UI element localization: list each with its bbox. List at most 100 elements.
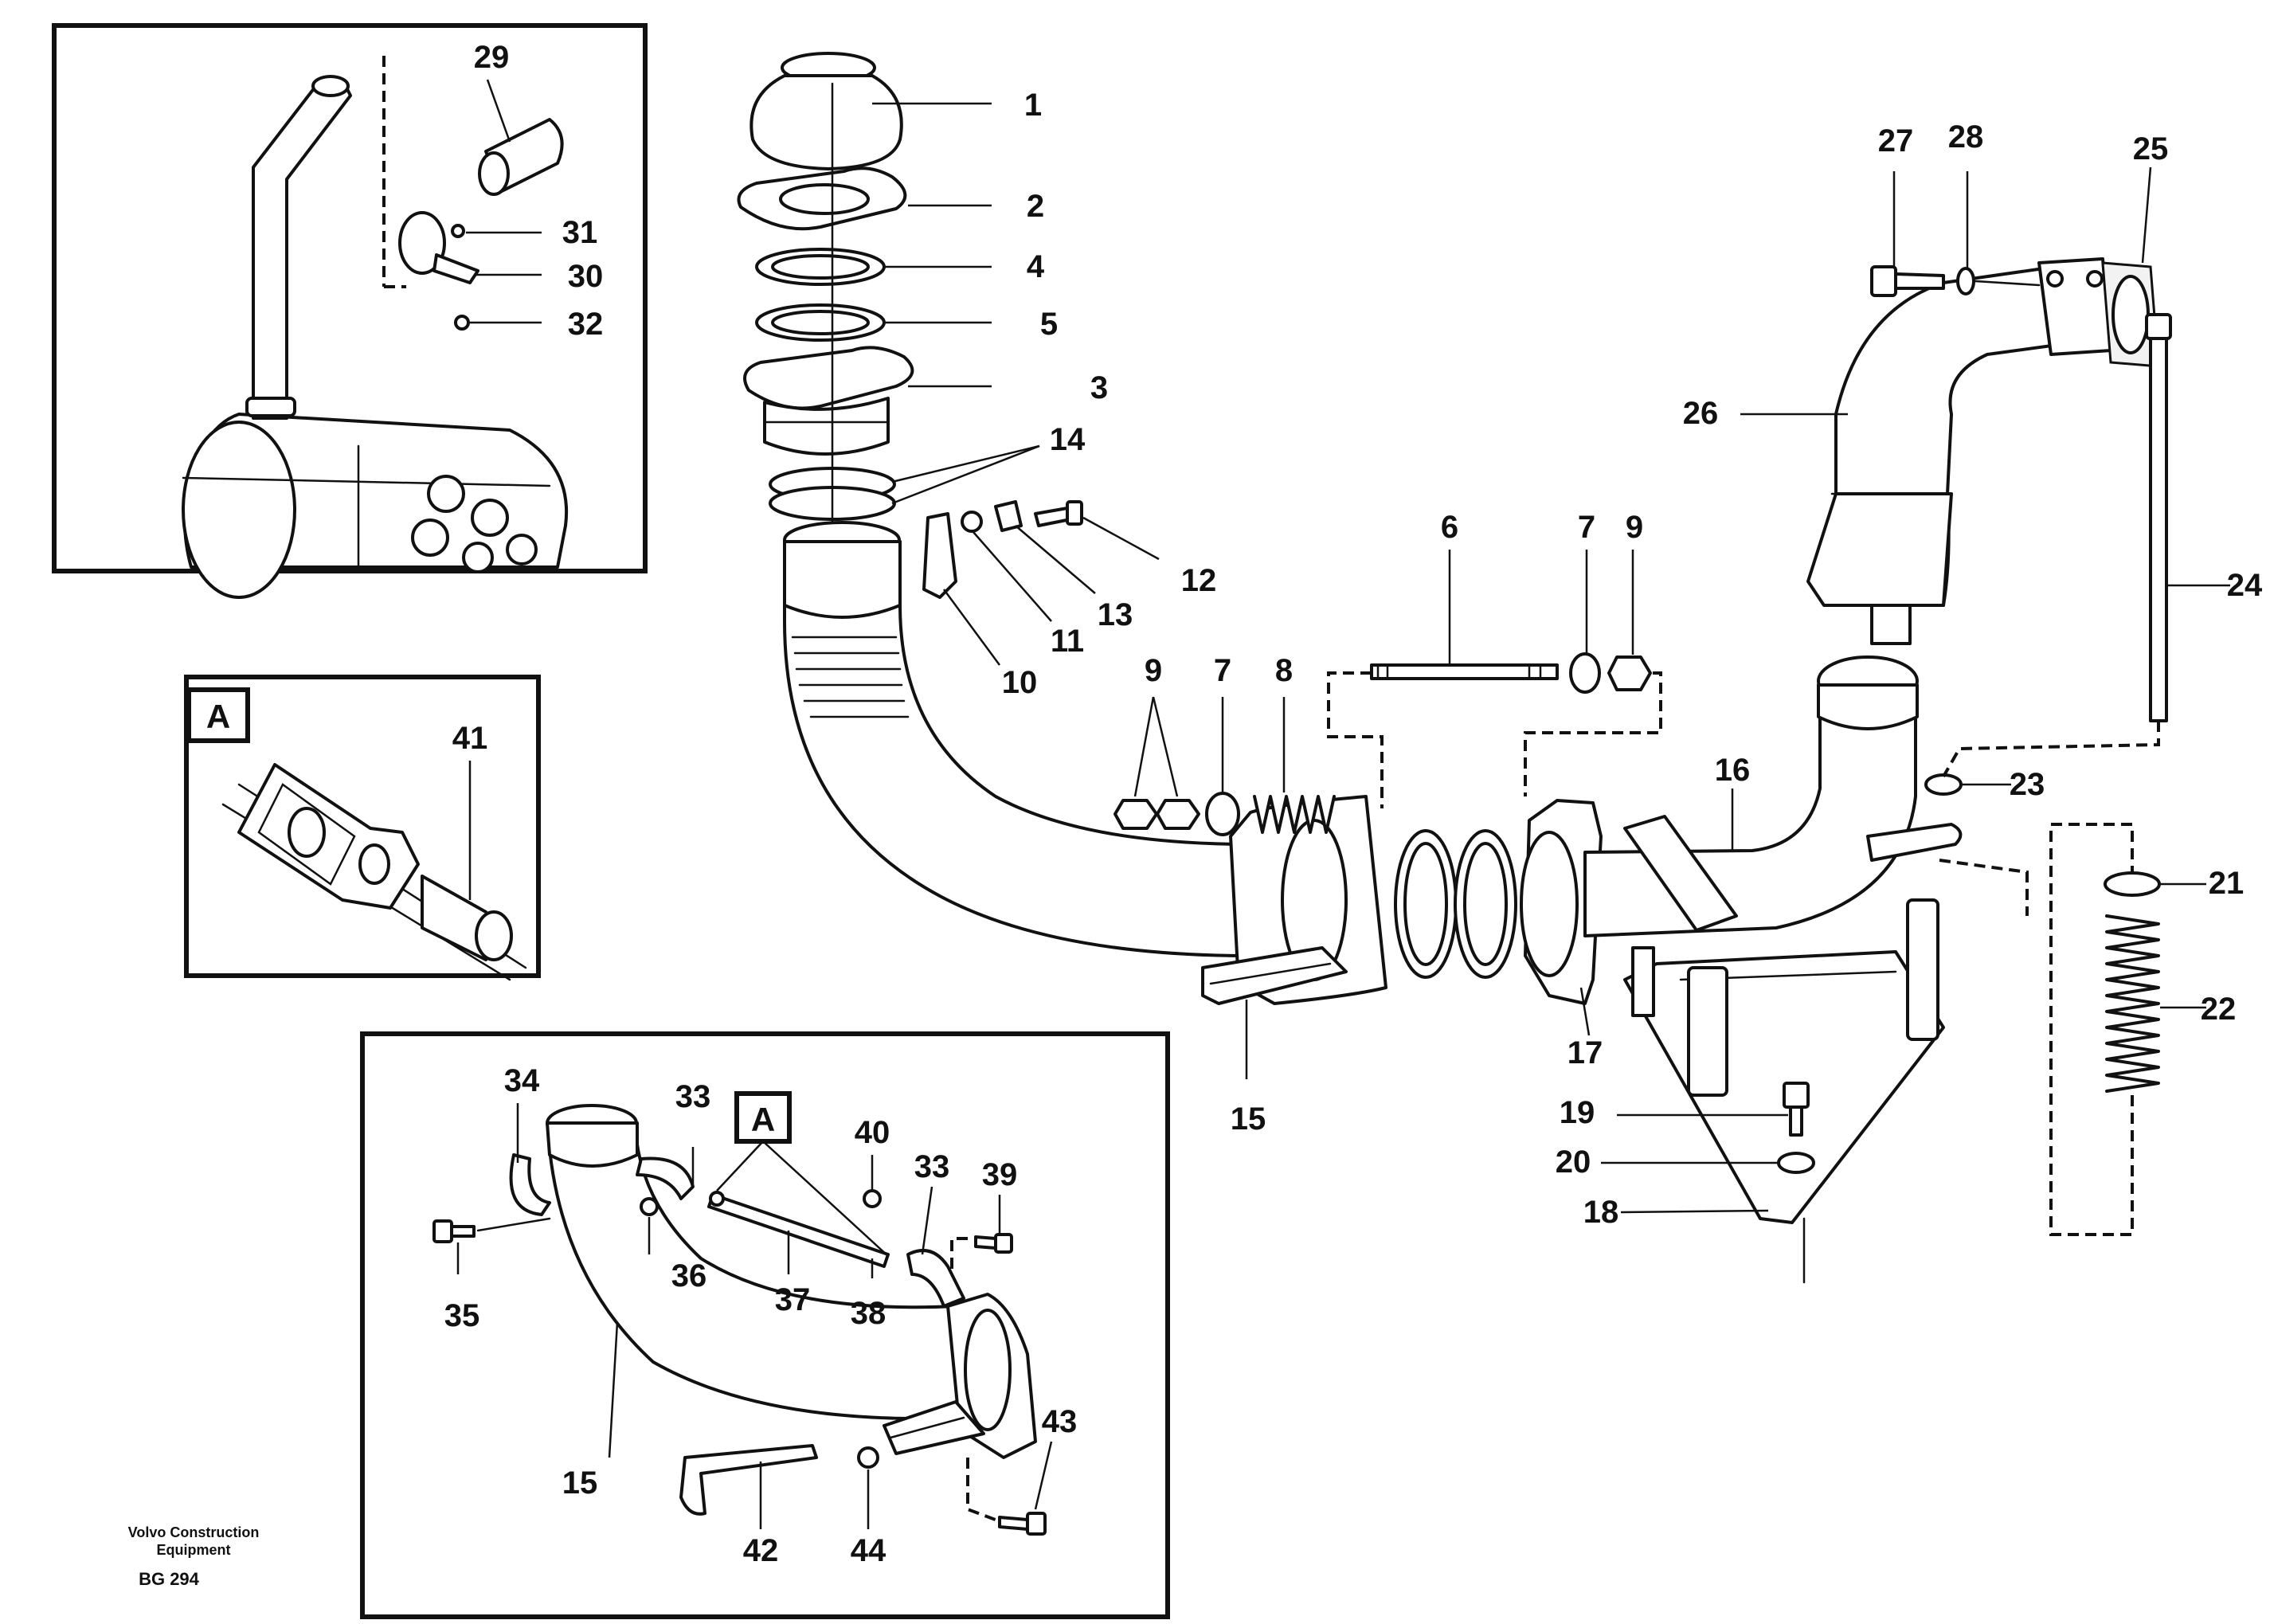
label-7-left: 7 bbox=[1214, 653, 1231, 688]
leader-25 bbox=[2141, 166, 2152, 264]
label-6: 6 bbox=[1441, 510, 1458, 545]
dash-bolt-24 bbox=[1942, 721, 2160, 777]
part-36-nut bbox=[640, 1197, 659, 1216]
flange-bolt-hole-2 bbox=[2086, 270, 2104, 288]
leader-9-left-b bbox=[1152, 696, 1179, 797]
part-17-flange-bore bbox=[1520, 831, 1579, 977]
label-24: 24 bbox=[2227, 568, 2263, 603]
part-26-elbow-lower bbox=[1806, 492, 1953, 607]
joint-group bbox=[1113, 550, 1662, 1079]
label-15-variant: 15 bbox=[562, 1466, 598, 1501]
dash-spring-22 bbox=[2049, 823, 2134, 1236]
part-9-nut-left-b bbox=[1156, 799, 1200, 830]
leader-29 bbox=[486, 79, 511, 143]
variant-flange-bore bbox=[964, 1309, 1012, 1431]
label-25: 25 bbox=[2133, 131, 2169, 166]
label-17: 17 bbox=[1567, 1035, 1603, 1070]
part-12-bolt bbox=[1034, 507, 1072, 527]
leader-33-right bbox=[921, 1186, 933, 1255]
part-39-bolt-shank bbox=[974, 1235, 997, 1250]
part-20-washer bbox=[1777, 1152, 1815, 1174]
part-27-bolt-shank bbox=[1894, 272, 1945, 290]
muffler-hole-3 bbox=[411, 519, 449, 557]
detail-a-group bbox=[186, 687, 527, 981]
part-13-plate bbox=[994, 500, 1023, 532]
inset-frame-muffler bbox=[52, 23, 648, 573]
label-44: 44 bbox=[851, 1533, 886, 1568]
label-41: 41 bbox=[452, 721, 488, 756]
part-12-bolt-head bbox=[1066, 500, 1083, 526]
part-34-clamp bbox=[509, 1153, 551, 1216]
muffler-group bbox=[182, 56, 569, 599]
part-44-nut bbox=[857, 1446, 879, 1469]
variant-bracket-slot bbox=[889, 1416, 965, 1439]
label-33-right: 33 bbox=[914, 1149, 950, 1184]
part-7-washer-right bbox=[1569, 652, 1601, 694]
leader-11 bbox=[973, 531, 1052, 622]
pipe-variant-group bbox=[432, 1091, 1053, 1536]
upper-elbow-group bbox=[1740, 166, 2230, 1236]
leader-17 bbox=[1579, 987, 1591, 1036]
variant-bracket bbox=[883, 1400, 985, 1455]
label-22: 22 bbox=[2201, 992, 2237, 1027]
label-11: 11 bbox=[1051, 624, 1084, 659]
part-19-bolt-head bbox=[1783, 1082, 1810, 1109]
label-36: 36 bbox=[671, 1258, 707, 1293]
part-8-spring bbox=[1253, 795, 1336, 834]
brand-code: BG 294 bbox=[139, 1569, 200, 1589]
muffler-hole-4 bbox=[462, 542, 494, 573]
label-4: 4 bbox=[1027, 249, 1045, 284]
part-number-labels: 1 2 4 5 3 14 12 13 11 10 6 7 9 9 7 8 15 … bbox=[128, 40, 2263, 1589]
part-32-nut bbox=[454, 315, 470, 331]
muffler-end-cap bbox=[182, 421, 296, 599]
part-30-clamp bbox=[398, 211, 446, 275]
leader-10 bbox=[942, 589, 1001, 666]
label-18: 18 bbox=[1583, 1195, 1619, 1230]
label-9-right: 9 bbox=[1626, 510, 1643, 545]
detail-a-bracket-inner bbox=[257, 783, 356, 886]
label-23: 23 bbox=[2010, 767, 2045, 802]
label-3: 3 bbox=[1090, 370, 1108, 405]
label-31: 31 bbox=[562, 215, 598, 250]
part-7-washer-left bbox=[1205, 792, 1240, 836]
muffler-tail-pipe bbox=[252, 76, 352, 420]
part-24-bolt-shank bbox=[2149, 337, 2168, 722]
dash-stud-right bbox=[1524, 671, 1662, 796]
part-33-clamp-right bbox=[906, 1249, 965, 1308]
part-3-collar bbox=[763, 397, 890, 456]
detail-a-hole-1 bbox=[288, 807, 326, 858]
label-26: 26 bbox=[1683, 396, 1719, 431]
part-33-clamp-left bbox=[636, 1156, 695, 1200]
part-31-bolt bbox=[451, 224, 465, 238]
part-29-sleeve-end bbox=[478, 151, 510, 196]
part-35-bolt-head bbox=[432, 1219, 453, 1243]
tail-pipe-opening bbox=[311, 75, 350, 97]
label-2: 2 bbox=[1027, 189, 1044, 224]
label-32: 32 bbox=[568, 307, 604, 342]
label-15-main: 15 bbox=[1231, 1102, 1266, 1137]
leader-12 bbox=[1082, 516, 1160, 561]
part-15-bracket bbox=[1201, 946, 1348, 1005]
label-20: 20 bbox=[1556, 1145, 1591, 1180]
muffler-hole-2 bbox=[471, 499, 509, 537]
label-37: 37 bbox=[775, 1282, 811, 1317]
callout-a-tag: A bbox=[751, 1101, 775, 1138]
part-22-spring bbox=[2105, 914, 2160, 1093]
label-43: 43 bbox=[1042, 1404, 1078, 1439]
callout-a-arrow-left bbox=[716, 1141, 764, 1192]
muffler-hole-1 bbox=[427, 475, 465, 513]
bolt-35-axis bbox=[476, 1217, 551, 1232]
part-21-washer bbox=[2104, 871, 2161, 897]
bracket-15-slot bbox=[1209, 962, 1332, 985]
part-26-lower-tab bbox=[1870, 604, 1912, 645]
label-30: 30 bbox=[568, 259, 604, 294]
label-27: 27 bbox=[1878, 123, 1914, 158]
part-42-bracket bbox=[679, 1444, 818, 1516]
leader-15-variant bbox=[608, 1321, 619, 1458]
label-38: 38 bbox=[851, 1296, 886, 1331]
part-1-bellows bbox=[749, 74, 903, 170]
leader-13 bbox=[1015, 525, 1096, 594]
detail-a-hole-2 bbox=[358, 843, 390, 885]
outlet-pipe-group bbox=[1520, 655, 1963, 1284]
plate-post-right bbox=[1906, 898, 1939, 1041]
